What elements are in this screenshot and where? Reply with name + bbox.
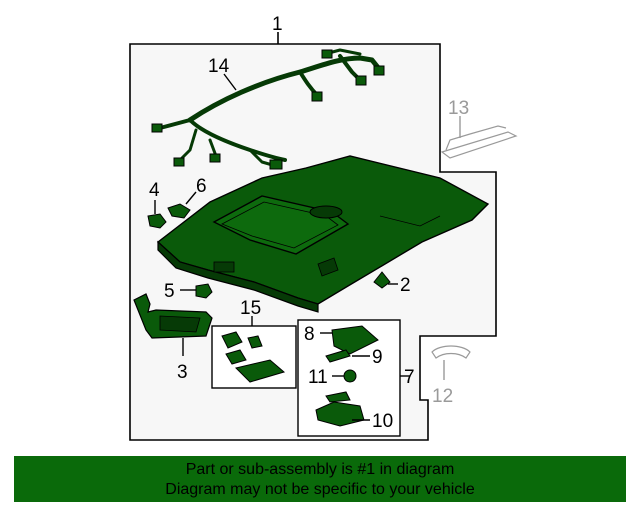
part-5-retainer[interactable] — [195, 283, 213, 299]
callout-8[interactable]: 8 — [304, 324, 315, 345]
callout-15[interactable]: 15 — [240, 298, 261, 319]
callout-3[interactable]: 3 — [177, 362, 188, 383]
part-4-clip[interactable] — [147, 213, 167, 229]
callout-11[interactable]: 11 — [308, 367, 328, 388]
callout-14-leader — [223, 73, 237, 91]
part-9-lens[interactable] — [325, 349, 351, 363]
callout-1[interactable]: 1 — [272, 14, 283, 35]
banner-line-1: Part or sub-assembly is #1 in diagram — [185, 461, 455, 478]
part-12-grab-handle[interactable] — [431, 345, 471, 359]
sun-visor[interactable] — [133, 293, 213, 339]
part-11-bulb[interactable] — [343, 369, 357, 383]
parts-diagram: 1 14 4 — [129, 14, 518, 441]
part-2-fastener[interactable] — [373, 271, 391, 289]
callout-14[interactable]: 14 — [208, 56, 230, 77]
callout-5[interactable]: 5 — [164, 281, 175, 302]
callout-4[interactable]: 4 — [149, 180, 160, 201]
callout-12[interactable]: 12 — [432, 386, 453, 407]
headliner-panel[interactable] — [156, 155, 490, 313]
part-8-console-frame[interactable] — [331, 325, 379, 355]
callout-9[interactable]: 9 — [372, 347, 383, 368]
harness-connectors — [151, 49, 385, 170]
group-15-parts[interactable] — [221, 331, 286, 383]
callout-6-leader — [185, 191, 197, 205]
callout-13[interactable]: 13 — [448, 98, 469, 119]
info-banner: Part or sub-assembly is #1 in diagram Di… — [14, 456, 626, 502]
part-13-rail[interactable] — [440, 125, 518, 159]
callout-7[interactable]: 7 — [404, 367, 415, 388]
banner-line-2: Diagram may not be specific to your vehi… — [165, 481, 475, 498]
part-6-bracket[interactable] — [167, 203, 191, 219]
callout-6[interactable]: 6 — [196, 176, 207, 197]
callout-10[interactable]: 10 — [372, 411, 393, 432]
callout-2[interactable]: 2 — [400, 275, 411, 296]
